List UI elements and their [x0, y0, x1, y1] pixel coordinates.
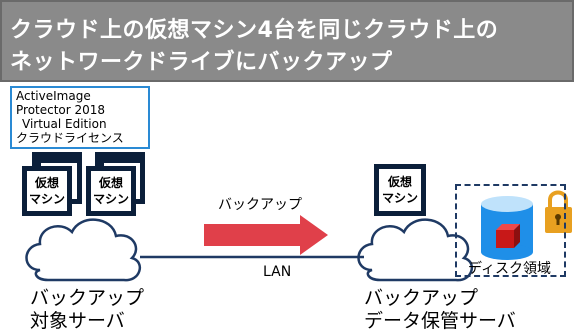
source-label-line-2: 対象サーバ [30, 310, 125, 332]
lan-label: LAN [263, 264, 292, 280]
disk-label: ディスク領域 [468, 261, 552, 277]
vm-box-1: 仮想 マシン [22, 166, 72, 216]
disk-region-box [455, 184, 566, 277]
vm-label-bottom: マシン [381, 191, 418, 205]
vm-label-bottom: マシン [92, 192, 129, 206]
source-cloud-icon [25, 218, 142, 282]
vm-box-2: 仮想 マシン [86, 166, 136, 216]
title-line-1: クラウド上の仮想マシン4台を同じクラウド上の [10, 18, 499, 43]
backup-arrow [204, 215, 328, 255]
license-line-2: Protector 2018 [16, 103, 106, 117]
target-label-line-1: バックアップ [364, 287, 479, 309]
license-line-1: ActiveImage [16, 89, 91, 103]
vm-label-top: 仮想 [98, 176, 123, 190]
license-box: ActiveImage Protector 2018 Virtual Editi… [10, 86, 150, 149]
target-label-line-2: データ保管サーバ [364, 310, 516, 332]
vm-label-top: 仮想 [387, 175, 412, 189]
license-line-3: Virtual Edition [22, 117, 107, 131]
vm-box-target: 仮想 マシン [374, 164, 426, 216]
data-cube-icon [496, 224, 520, 248]
vm-label-top: 仮想 [34, 176, 59, 190]
target-cloud-icon [357, 218, 474, 282]
title-banner: クラウド上の仮想マシン4台を同じクラウド上の ネットワークドライブにバックアップ [0, 0, 574, 82]
vm-label-bottom: マシン [28, 192, 65, 206]
backup-arrow-label: バックアップ [218, 197, 302, 213]
title-line-2: ネットワークドライブにバックアップ [10, 50, 393, 75]
source-label-line-1: バックアップ [30, 287, 145, 309]
license-line-4: クラウドライセンス [16, 131, 124, 145]
